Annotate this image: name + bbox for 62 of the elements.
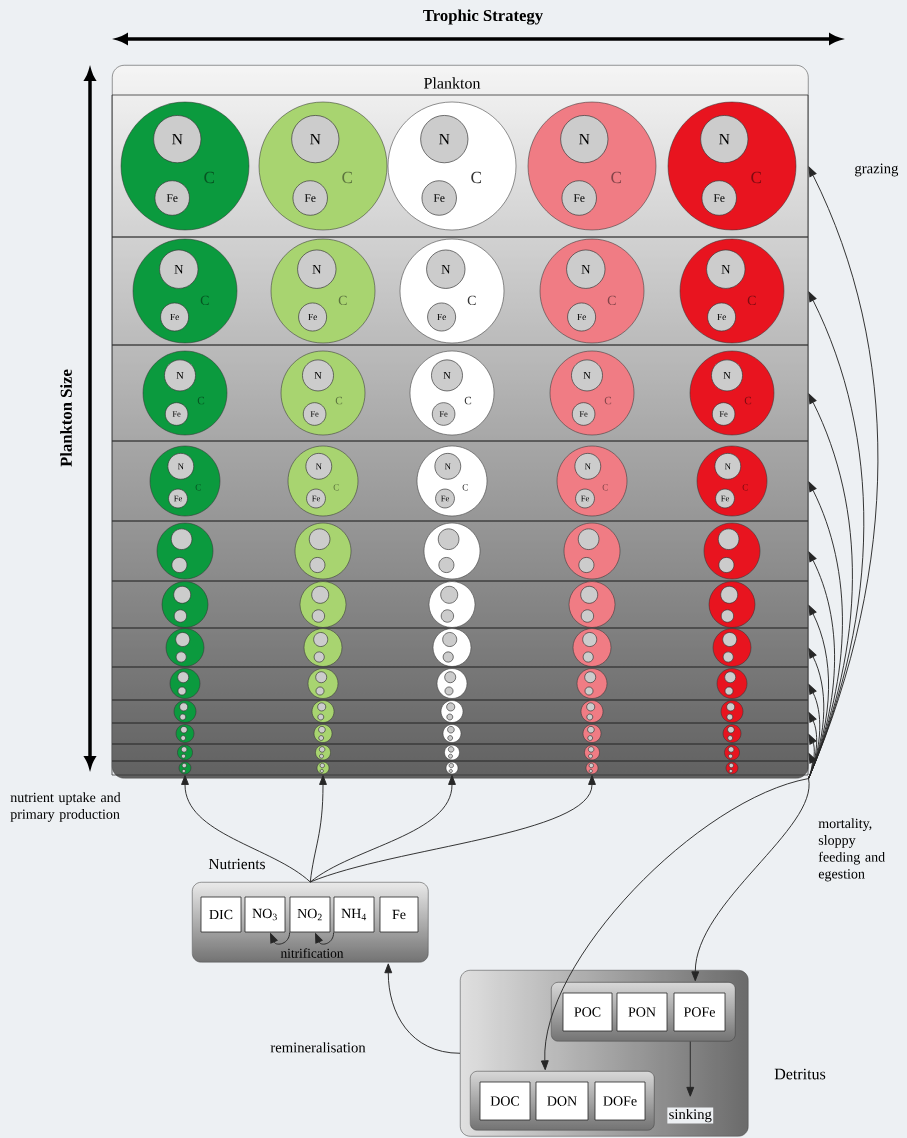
quota-circle bbox=[311, 585, 330, 604]
size-band bbox=[111, 580, 809, 629]
quota-circle bbox=[442, 632, 458, 647]
pool-box: POC bbox=[562, 992, 613, 1032]
pool-box: DOC bbox=[479, 1081, 531, 1121]
arrow bbox=[808, 753, 817, 779]
quota-circle bbox=[175, 632, 191, 647]
quota-circle bbox=[171, 557, 188, 573]
pool-box: DIC bbox=[200, 896, 242, 933]
pool-box: NO$_{3}$ bbox=[244, 896, 286, 933]
edge-label: grazing bbox=[853, 162, 900, 178]
size-band bbox=[111, 520, 809, 582]
arrow bbox=[384, 963, 461, 1054]
size-band bbox=[111, 236, 809, 346]
arrow bbox=[309, 775, 327, 883]
pool-box: POFe bbox=[673, 992, 726, 1032]
quota-circle bbox=[313, 632, 329, 647]
size-band bbox=[111, 440, 809, 522]
annotation-text: mortality, sloppy feeding and egestion bbox=[818, 818, 885, 882]
pool-box: NH$_{4}$ bbox=[333, 896, 375, 933]
quota-circle bbox=[582, 632, 598, 647]
size-band bbox=[111, 666, 809, 701]
quota-circle bbox=[722, 632, 738, 647]
arrow bbox=[270, 931, 291, 945]
quota-circle bbox=[309, 557, 326, 573]
pool-box: DON bbox=[535, 1081, 589, 1121]
quota-circle bbox=[718, 557, 735, 573]
pool-box: Fe bbox=[379, 896, 419, 933]
annotation-text: nutrient uptake and primary production bbox=[10, 792, 121, 822]
node-label: Nutrients bbox=[208, 858, 265, 870]
quota-circle bbox=[173, 585, 192, 604]
quota-circle bbox=[578, 557, 595, 573]
quota-circle bbox=[440, 585, 459, 604]
pool-box: NO$_{2}$ bbox=[289, 896, 331, 933]
arrow bbox=[808, 393, 853, 779]
quota-circle bbox=[438, 557, 455, 573]
pool-box: PON bbox=[616, 992, 668, 1032]
arrow bbox=[181, 775, 311, 883]
quota-circle bbox=[577, 528, 600, 550]
axis-label: Trophic Strategy bbox=[423, 9, 543, 25]
arrow bbox=[691, 778, 809, 982]
size-band bbox=[111, 743, 809, 762]
size-band bbox=[111, 722, 809, 745]
arrow bbox=[540, 778, 809, 1071]
arrow bbox=[309, 775, 596, 883]
quota-circle bbox=[437, 528, 460, 550]
quota-circle bbox=[580, 585, 599, 604]
arrow bbox=[315, 931, 335, 945]
axis-label: Plankton Size bbox=[60, 369, 72, 467]
arrow bbox=[309, 775, 456, 883]
quota-circle bbox=[717, 528, 740, 550]
size-band bbox=[111, 344, 809, 442]
pool-box: DOFe bbox=[594, 1081, 646, 1121]
node-label: Detritus bbox=[774, 1068, 826, 1080]
quota-circle bbox=[170, 528, 193, 550]
arrow bbox=[686, 1041, 695, 1097]
size-band bbox=[111, 627, 809, 668]
size-band bbox=[111, 699, 809, 724]
size-band bbox=[111, 94, 809, 238]
quota-circle bbox=[308, 528, 331, 550]
size-band bbox=[111, 760, 809, 776]
quota-circle bbox=[720, 585, 739, 604]
